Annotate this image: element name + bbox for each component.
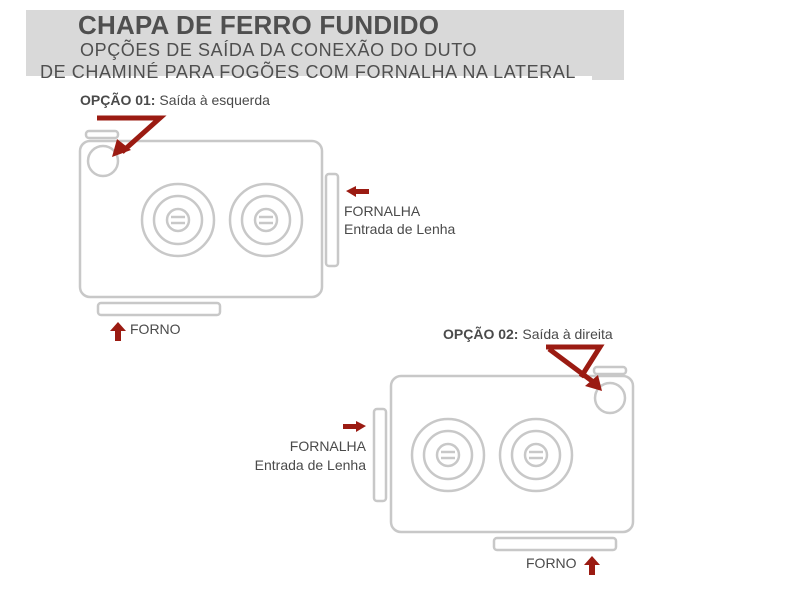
stove-2-chimney-cap bbox=[592, 365, 628, 376]
firebox-arrow-1-icon bbox=[346, 186, 369, 197]
stove-1-burner-right bbox=[228, 182, 304, 258]
page-title: CHAPA DE FERRO FUNDIDO bbox=[78, 10, 440, 40]
option-1-label-text: Saída à esquerda bbox=[155, 92, 270, 108]
subtitle-line-1: OPÇÕES DE SAÍDA DA CONEXÃO DO DUTO bbox=[80, 40, 478, 60]
option-2-label-bold: OPÇÃO 02: bbox=[443, 326, 519, 342]
stove-2-burner-left bbox=[410, 417, 486, 493]
stove-1-chimney-outlet bbox=[86, 144, 120, 178]
stove-1-firebox-door bbox=[324, 172, 340, 268]
stove-option-2 bbox=[372, 365, 635, 552]
stove-2-firebox-door bbox=[372, 407, 388, 503]
oven-2-label: FORNO bbox=[526, 555, 577, 571]
header-banner bbox=[26, 10, 624, 76]
oven-arrow-1-icon bbox=[110, 322, 126, 341]
stove-1-chimney-cap bbox=[84, 129, 120, 140]
header-banner-tab bbox=[592, 66, 624, 80]
stove-2-chimney-outlet bbox=[593, 381, 627, 415]
firebox-1-title: FORNALHA bbox=[344, 203, 421, 219]
oven-1-label: FORNO bbox=[130, 321, 181, 337]
option-1-label: OPÇÃO 01: Saída à esquerda bbox=[80, 92, 270, 108]
subtitle-line-2: DE CHAMINÉ PARA FOGÕES COM FORNALHA NA L… bbox=[40, 62, 577, 82]
exit-right-diagonal-icon bbox=[547, 346, 598, 387]
stove-1-body bbox=[78, 139, 324, 299]
option-2-arrows bbox=[343, 344, 605, 575]
option-1-label-bold: OPÇÃO 01: bbox=[80, 92, 156, 108]
firebox-arrow-2-icon bbox=[343, 421, 366, 432]
oven-arrow-2-icon bbox=[584, 556, 600, 575]
option-2-label: OPÇÃO 02: Saída à direita bbox=[443, 326, 613, 342]
exit-left-arrow-icon bbox=[97, 115, 167, 154]
stove-option-1 bbox=[78, 129, 340, 317]
stove-2-burner-right bbox=[498, 417, 574, 493]
firebox-2-title: FORNALHA bbox=[289, 438, 366, 454]
exit-right-arrowhead-icon bbox=[585, 375, 602, 391]
firebox-2-subtitle: Entrada de Lenha bbox=[254, 457, 366, 473]
stove-1-burner-left bbox=[140, 182, 216, 258]
option-2-label-text: Saída à direita bbox=[518, 326, 613, 342]
exit-right-arrow-icon bbox=[546, 344, 605, 379]
stove-2-oven-door bbox=[492, 536, 618, 552]
stove-1-oven-door bbox=[96, 301, 222, 317]
option-1-arrows bbox=[97, 115, 369, 341]
stove-2-body bbox=[389, 374, 635, 534]
firebox-1-subtitle: Entrada de Lenha bbox=[344, 221, 456, 237]
exit-left-arrowhead-icon bbox=[112, 139, 131, 157]
